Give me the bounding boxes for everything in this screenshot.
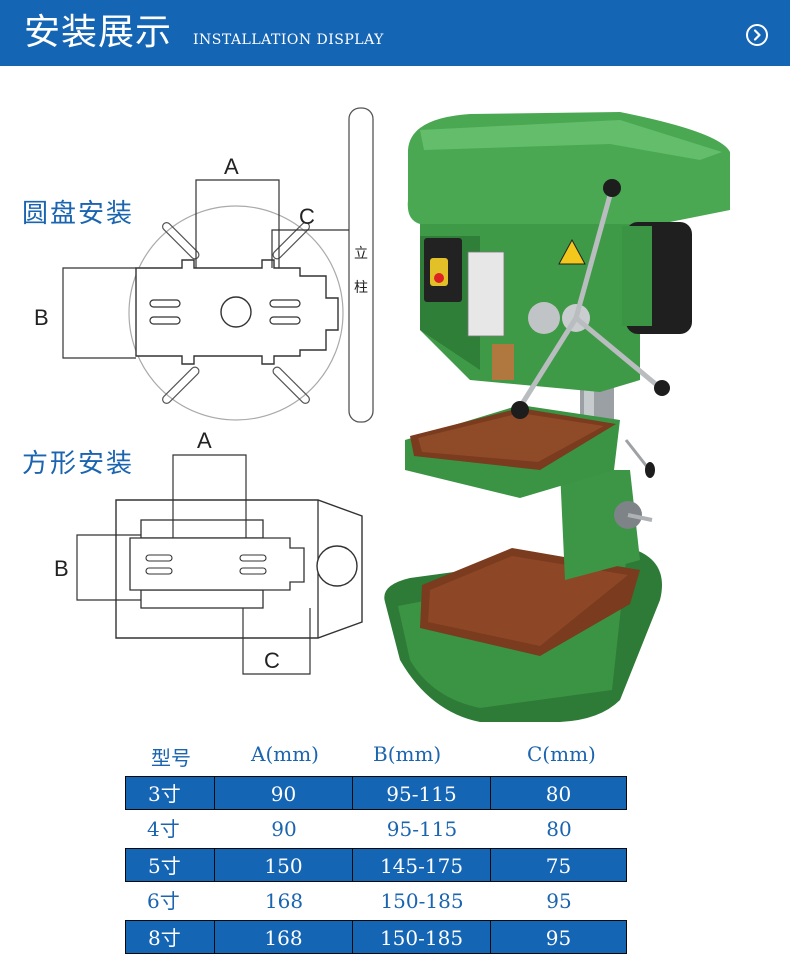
table-row: 6寸 168 150-185 95 (125, 884, 627, 918)
square-dim-c: C (264, 648, 280, 673)
drill-press-image (384, 112, 730, 722)
cell-c: 75 (491, 848, 627, 882)
round-dim-b: B (34, 305, 49, 330)
cell-a: 90 (271, 817, 297, 841)
cell-a: 150 (215, 848, 353, 882)
round-dim-c: C (299, 204, 315, 229)
table-row: 4寸 90 95-115 80 (125, 812, 627, 846)
cell-model: 3寸 (125, 776, 215, 810)
cell-c: 95 (491, 920, 627, 954)
cell-b: 150-185 (353, 920, 491, 954)
square-dim-a: A (197, 428, 212, 453)
cell-c: 80 (546, 817, 572, 841)
cell-c: 80 (491, 776, 627, 810)
square-install-label: 方形安装 (22, 449, 135, 479)
chevron-right-circle-icon[interactable] (746, 24, 768, 46)
table-row: 3寸 90 95-115 80 (125, 776, 627, 810)
pillar-label-1: 立 (354, 246, 368, 262)
table-row: 8寸 168 150-185 95 (125, 920, 627, 954)
cell-a: 90 (215, 776, 353, 810)
round-mount-diagram: A C B 立 柱 (34, 107, 374, 423)
spec-table: 型号 A(mm) B(mm) C(mm) 3寸 90 95-115 80 4寸 … (125, 738, 627, 956)
cell-model: 8寸 (125, 920, 215, 954)
page-title: 安装展示 (24, 12, 173, 53)
header-banner: 安装展示 INSTALLATION DISPLAY (0, 0, 790, 66)
cell-model: 6寸 (147, 889, 180, 913)
header-a: A(mm) (251, 742, 319, 766)
cell-model: 5寸 (125, 848, 215, 882)
cell-b: 95-115 (386, 817, 458, 841)
square-mount-diagram: A B C (54, 428, 363, 675)
table-header: 型号 A(mm) B(mm) C(mm) (125, 738, 627, 776)
cell-b: 95-115 (353, 776, 491, 810)
header-b: B(mm) (373, 742, 442, 766)
cell-a: 168 (264, 889, 304, 913)
round-install-label: 圆盘安装 (22, 199, 135, 229)
header-c: C(mm) (527, 742, 596, 766)
square-dim-b: B (54, 556, 69, 581)
page-subtitle: INSTALLATION DISPLAY (193, 32, 384, 48)
cell-c: 95 (546, 889, 572, 913)
table-row: 5寸 150 145-175 75 (125, 848, 627, 882)
cell-a: 168 (215, 920, 353, 954)
pillar-label-2: 柱 (354, 280, 368, 296)
cell-b: 145-175 (353, 848, 491, 882)
cell-model: 4寸 (147, 817, 180, 841)
header-model: 型号 (151, 746, 191, 770)
installation-illustration: A C B 立 柱 A B C (34, 107, 730, 722)
round-dim-a: A (224, 154, 239, 179)
cell-b: 150-185 (380, 889, 464, 913)
